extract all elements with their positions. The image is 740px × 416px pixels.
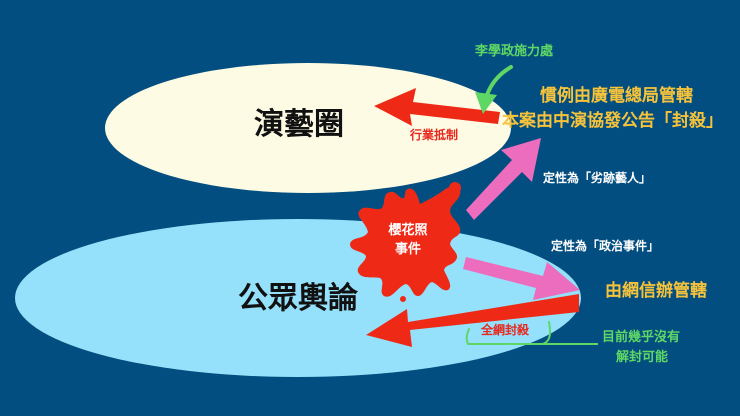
public-characterization-label: 定性為「政治事件」 <box>551 239 660 253</box>
public-jurisdiction-label: 由網信辦管轄 <box>605 281 707 301</box>
industry-boycott-arrow <box>374 88 500 126</box>
pressure-point-label: 李學政施力處 <box>475 44 554 59</box>
characterization-arrow-public <box>463 257 580 300</box>
industry-characterization-label: 定性為「劣跡藝人」 <box>543 171 652 185</box>
entertainment-industry-title: 演藝圈 <box>254 107 344 142</box>
pressure-point-arrow <box>475 65 513 114</box>
industry-jurisdiction-line2: 本案由中演協發公告「封殺」 <box>502 111 723 131</box>
network-ban-arrow <box>366 294 579 347</box>
no-reversal-line2: 解封可能 <box>616 350 669 365</box>
no-reversal-line1: 目前幾乎沒有 <box>602 330 681 345</box>
sakura-incident-splat <box>350 182 461 302</box>
network-ban-bracket <box>465 321 598 345</box>
sakura-incident-label: 櫻花照 事件 <box>378 222 438 260</box>
sakura-incident-line1: 櫻花照 <box>388 223 428 238</box>
network-ban-label: 全網封殺 <box>481 323 530 337</box>
sakura-incident-line2: 事件 <box>394 241 421 257</box>
public-opinion-title: 公眾輿論 <box>238 281 358 316</box>
characterization-arrow-industry <box>466 138 541 220</box>
industry-boycott-label: 行業抵制 <box>410 128 459 142</box>
industry-jurisdiction-line1: 慣例由廣電總局管轄 <box>540 86 693 106</box>
